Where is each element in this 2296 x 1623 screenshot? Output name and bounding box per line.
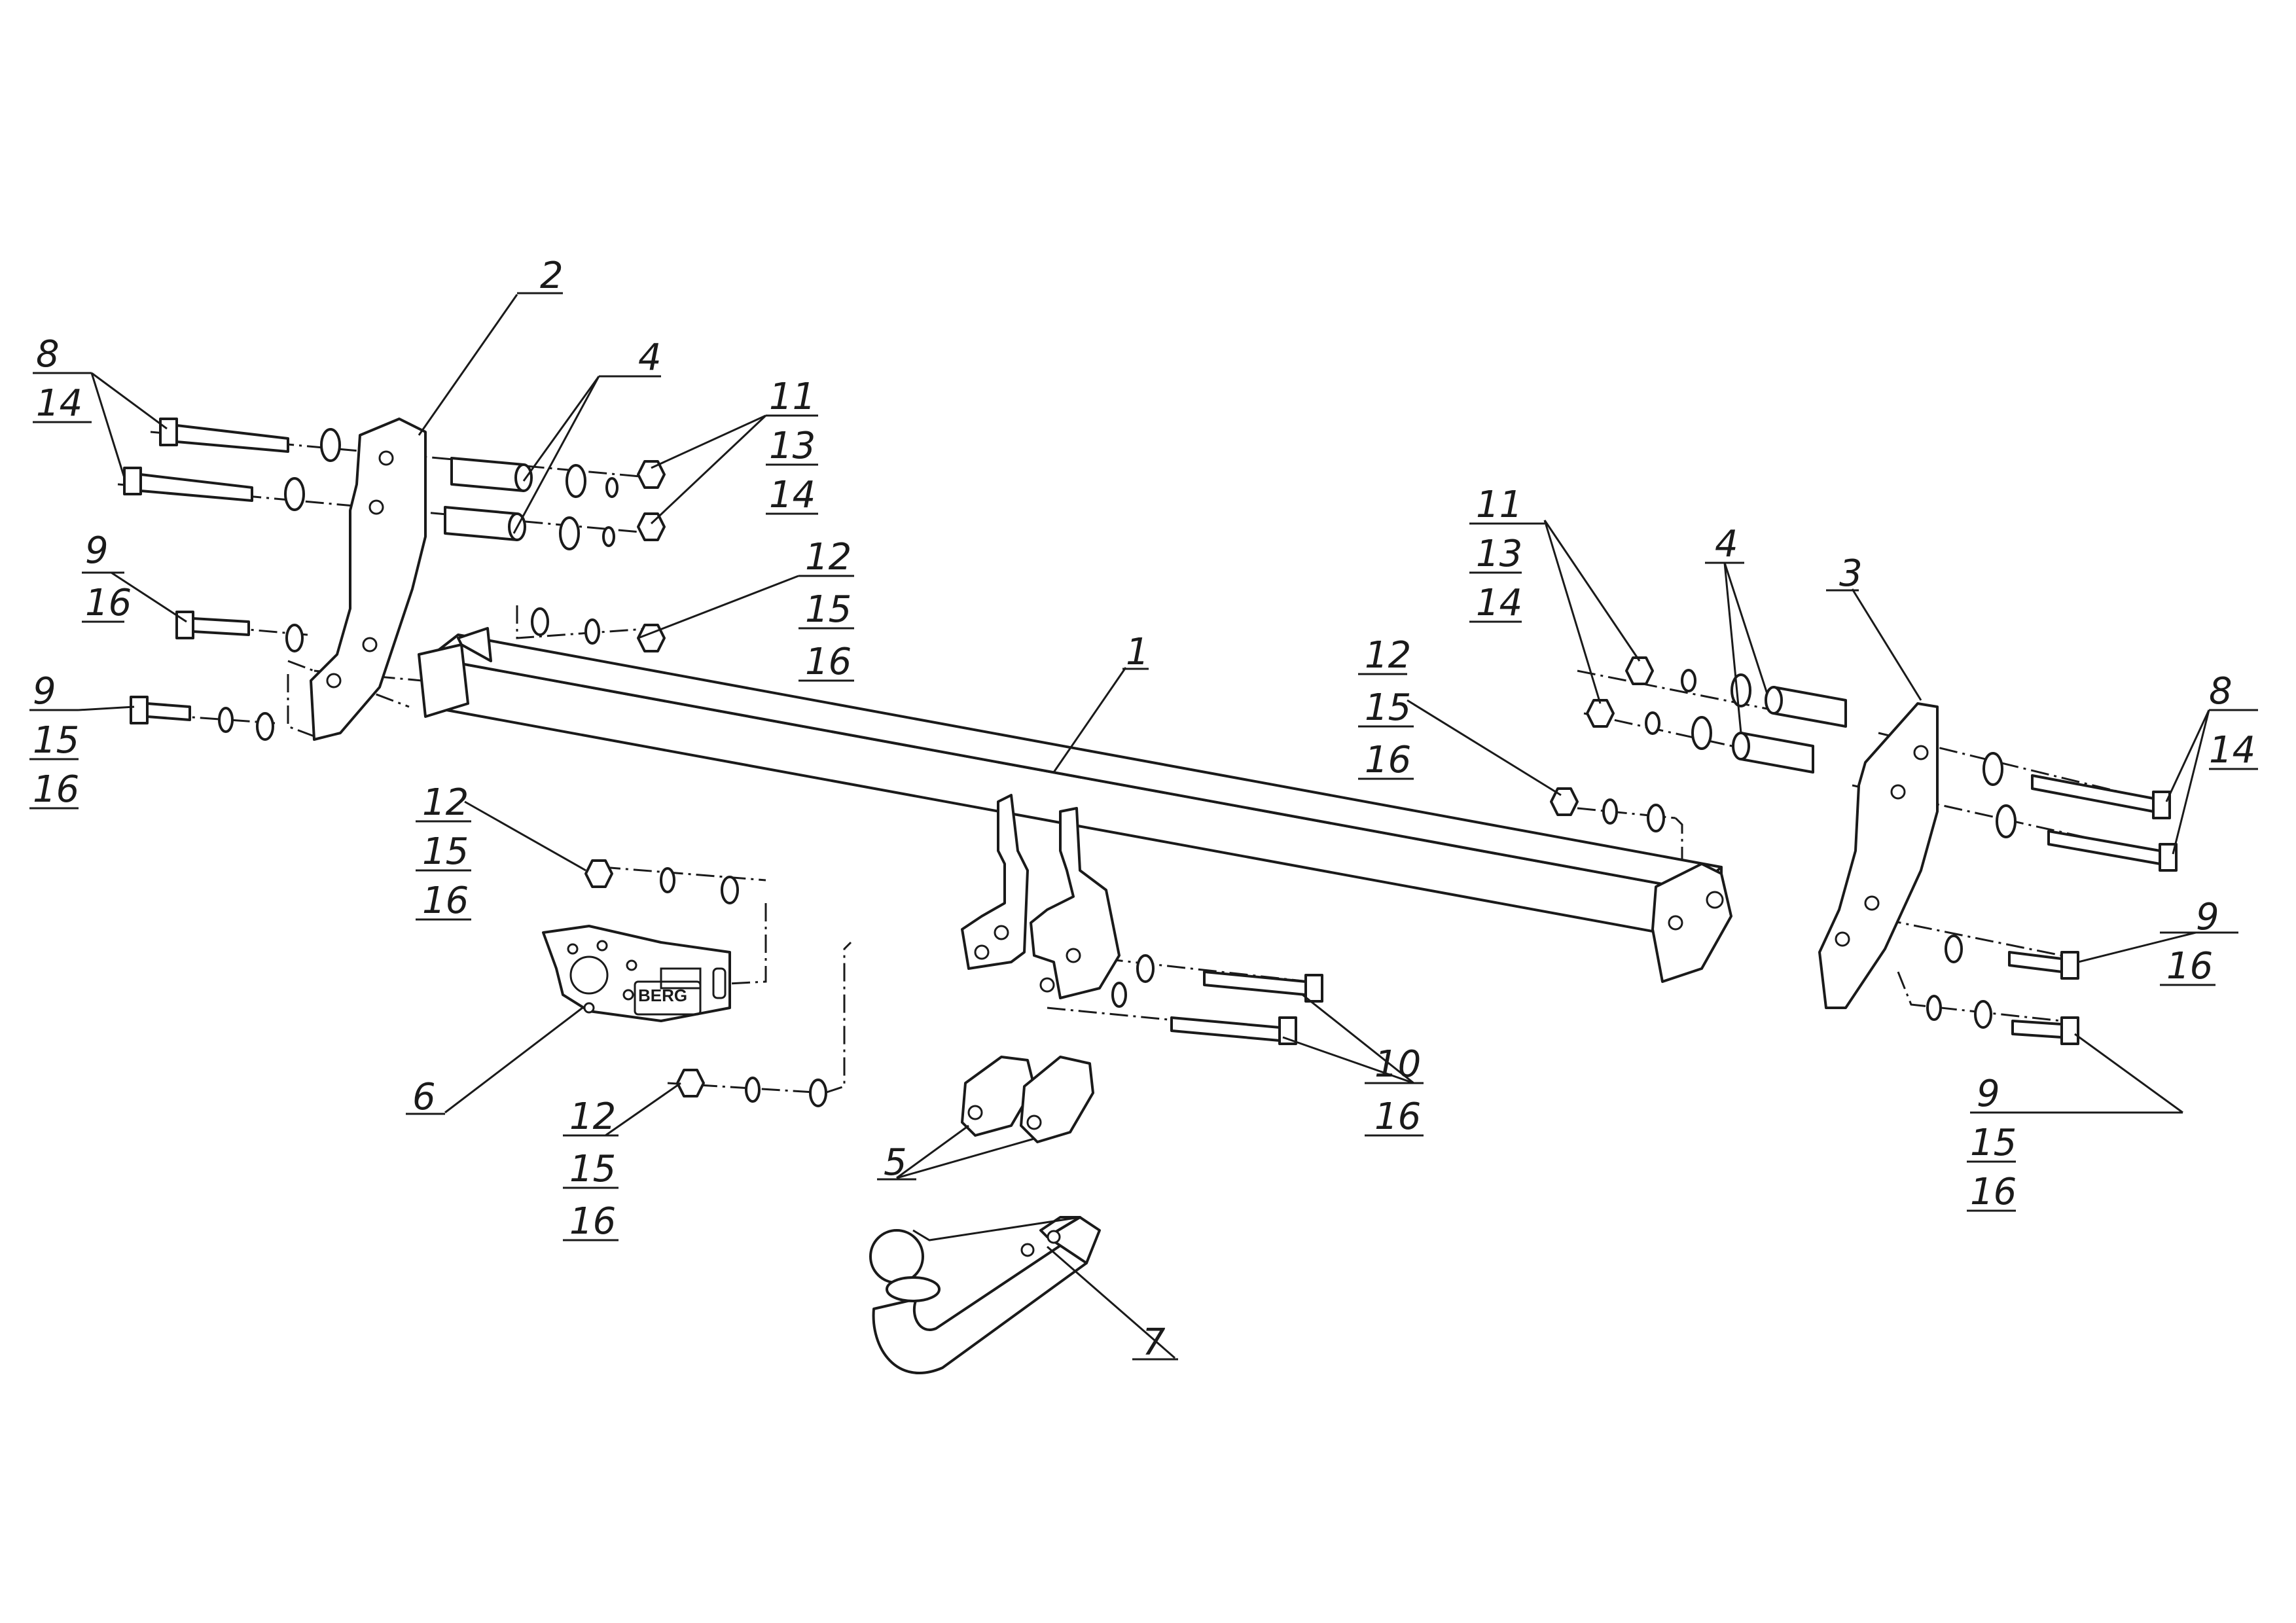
callout-4-left: 4 [599, 336, 662, 379]
callout-4-left-line-0: 4 [638, 336, 662, 379]
callout-6: 6 [406, 1076, 445, 1118]
callout-12-15-16-mid-line-2: 16 [1365, 739, 1411, 781]
callout-9-16-right-line-1: 16 [2166, 945, 2213, 988]
callout-3-line-0: 3 [1839, 552, 1863, 595]
callout-9-16-left-line-0: 9 [85, 529, 109, 572]
callout-12-15-16-top-line-1: 15 [805, 588, 852, 631]
main-cross-beam [418, 627, 1732, 999]
callout-8-14-right-line-0: 8 [2209, 670, 2233, 713]
callout-11-13-14-left-line-0: 11 [769, 376, 816, 418]
brand-plate-text: BERG [638, 986, 687, 1005]
washers [218, 428, 2017, 1107]
callout-12-15-16-leftmid-line-0: 12 [422, 781, 469, 824]
callout-12-15-16-mid: 12 15 16 [1358, 634, 1414, 781]
left-side-bracket [310, 418, 427, 741]
callout-9-15-16-right-line-2: 16 [1970, 1171, 2017, 1213]
callout-3: 3 [1826, 552, 1863, 595]
callout-6-line-0: 6 [412, 1076, 436, 1118]
callout-1: 1 [1122, 631, 1149, 673]
callout-8-14-left-line-0: 8 [36, 333, 60, 376]
bolts [123, 418, 2178, 1045]
callout-2: 2 [517, 255, 564, 297]
callout-11-13-14-right: 11 13 14 [1469, 484, 1545, 624]
callout-11-13-14-right-line-0: 11 [1476, 484, 1522, 526]
callout-2-line-0: 2 [540, 255, 564, 297]
callout-5-line-0: 5 [884, 1141, 907, 1184]
callout-12-15-16-bottom-line-2: 16 [569, 1200, 616, 1243]
spacer-tubes-right [1732, 686, 1847, 774]
callout-9-15-16-left-line-0: 9 [33, 670, 56, 713]
callout-9-15-16-left: 9 15 16 [29, 670, 79, 811]
callout-12-15-16-mid-line-0: 12 [1365, 634, 1411, 677]
callout-8-14-right-line-1: 14 [2209, 729, 2255, 772]
callout-8-14-left-line-1: 14 [36, 382, 82, 425]
callout-11-13-14-left-line-1: 13 [769, 425, 816, 467]
callout-9-16-left-line-1: 16 [85, 582, 132, 624]
callout-8-14-left: 8 14 [33, 333, 92, 425]
callout-12-15-16-top: 12 15 16 [798, 536, 854, 683]
callout-8-14-right: 8 14 [2209, 670, 2258, 772]
callout-12-15-16-bottom-line-0: 12 [569, 1096, 616, 1138]
callout-11-13-14-left: 11 13 14 [766, 376, 818, 516]
callout-4-right: 4 [1705, 523, 1744, 565]
callout-12-15-16-top-line-2: 16 [805, 641, 852, 683]
callout-9-15-16-left-line-1: 15 [33, 719, 79, 762]
callout-12-15-16-mid-line-1: 15 [1365, 687, 1411, 729]
nuts [584, 460, 1654, 1097]
callout-12-15-16-top-line-0: 12 [805, 536, 852, 579]
callout-9-15-16-right: 9 15 16 [1967, 1073, 2183, 1213]
leader-lines [78, 294, 2210, 1359]
callout-10-16-line-1: 16 [1374, 1096, 1421, 1138]
callout-11-13-14-right-line-2: 14 [1476, 582, 1522, 624]
callout-10-16-line-0: 10 [1374, 1043, 1421, 1086]
callout-7: 7 [1132, 1321, 1178, 1364]
callout-9-15-16-left-line-2: 16 [33, 768, 79, 811]
spacer-tubes-left [444, 457, 533, 541]
callout-11-13-14-left-line-2: 14 [769, 474, 816, 516]
callout-12-15-16-bottom-line-1: 15 [569, 1148, 616, 1190]
callout-1-line-0: 1 [1126, 631, 1149, 673]
callout-5: 5 [877, 1141, 916, 1184]
callout-9-15-16-right-line-1: 15 [1970, 1122, 2017, 1164]
callout-12-15-16-leftmid-line-1: 15 [422, 830, 469, 873]
callout-9-15-16-right-line-0: 9 [1977, 1073, 2000, 1115]
callout-7-line-0: 7 [1142, 1321, 1166, 1364]
callout-9-16-right: 9 16 [2160, 896, 2238, 988]
callout-12-15-16-bottom: 12 15 16 [563, 1096, 619, 1243]
callout-labels: 1 2 3 4 4 5 6 7 [29, 255, 2258, 1364]
right-side-bracket [1818, 702, 1939, 1009]
callout-11-13-14-right-line-1: 13 [1476, 533, 1522, 575]
callout-10-16: 10 16 [1365, 1043, 1424, 1138]
callout-4-right-line-0: 4 [1715, 523, 1738, 565]
callout-12-15-16-leftmid-line-2: 16 [422, 880, 469, 922]
clamp-plates [961, 1056, 1094, 1143]
callout-12-15-16-leftmid: 12 15 16 [416, 781, 471, 922]
socket-plate: BERG [542, 925, 731, 1022]
callout-9-16-right-line-0: 9 [2196, 896, 2219, 938]
callout-9-16-left: 9 16 [82, 529, 132, 624]
tow-ball [869, 1216, 1101, 1374]
